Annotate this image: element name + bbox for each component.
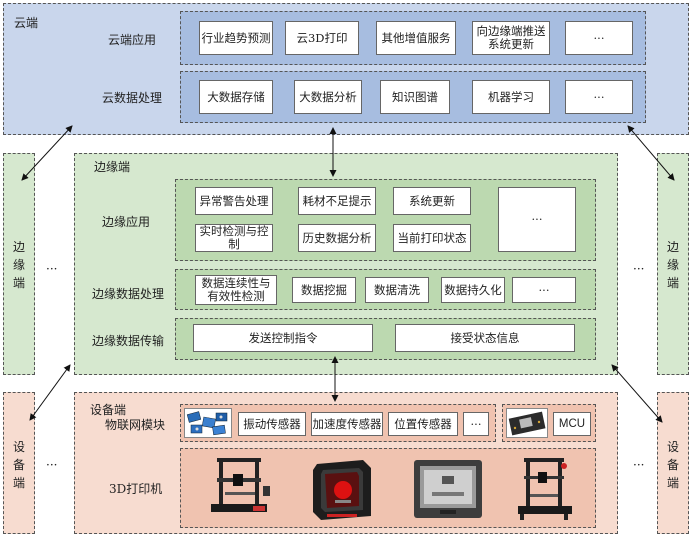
- edge-title: 边缘端: [94, 160, 131, 174]
- edge-transfer-item: 发送控制指令: [193, 324, 373, 352]
- edge-app-item: 历史数据分析: [298, 224, 376, 252]
- iot-sensor-item: ···: [463, 412, 489, 436]
- mcu-label: MCU: [553, 412, 591, 436]
- cloud-data-item: 知识图谱: [380, 80, 450, 114]
- iot-sensor-item: 加速度传感器: [311, 412, 383, 436]
- cloud-app-item: 行业趋势预测: [199, 21, 273, 55]
- device-left-dots: ···: [46, 458, 58, 472]
- edge-left-device-arrow: [29, 364, 71, 421]
- cloud-data-item: 大数据存储: [199, 80, 273, 114]
- edge-app-item: 实时检测与控制: [195, 224, 273, 252]
- printer-open-frame-small-icon: [518, 458, 572, 520]
- edge-app-label: 边缘应用: [102, 215, 151, 229]
- mcu-board-image: [506, 408, 548, 438]
- printer-enclosed-red-icon: [313, 460, 371, 520]
- cloud-data-item: ···: [565, 80, 633, 114]
- cloud-data-item: 机器学习: [472, 80, 550, 114]
- edge-left-dots: ···: [46, 262, 58, 276]
- edge-left-label: 边缘端: [12, 240, 25, 290]
- sensor-modules-image: [184, 408, 232, 438]
- printer-label: 3D打印机: [109, 482, 163, 496]
- edge-data-item: 数据清洗: [365, 277, 429, 303]
- cloud-app-item: 云3D打印: [285, 21, 359, 55]
- iot-sensor-item: 位置传感器: [388, 412, 458, 436]
- edge-app-item: 耗材不足提示: [298, 187, 376, 215]
- cloud-title: 云端: [14, 16, 39, 30]
- cloud-app-label: 云端应用: [108, 33, 157, 47]
- edge-app-item: 系统更新: [393, 187, 471, 215]
- edge-transfer-item: 接受状态信息: [395, 324, 575, 352]
- edge-right-dots: ···: [633, 262, 645, 276]
- device-right-label: 设备端: [666, 440, 679, 490]
- printer-image-3: [410, 456, 486, 522]
- cloud-app-item: ···: [565, 21, 633, 55]
- cloud-left-edge-arrow: [21, 125, 73, 181]
- cloud-data-item: 大数据分析: [294, 80, 362, 114]
- printer-enclosed-gray-icon: [414, 460, 482, 518]
- edge-right-column: [657, 153, 689, 375]
- device-left-label: 设备端: [12, 440, 25, 490]
- edge-right-device-arrow: [611, 364, 663, 423]
- iot-module-label: 物联网模块: [105, 418, 166, 432]
- edge-left-column: [3, 153, 35, 375]
- printer-open-frame-icon: [211, 458, 270, 512]
- edge-data-item: ···: [512, 277, 576, 303]
- cloud-app-item: 其他增值服务: [376, 21, 456, 55]
- printer-image-2: [305, 456, 377, 524]
- cloud-data-label: 云数据处理: [102, 91, 163, 105]
- cloud-right-edge-arrow: [627, 125, 675, 181]
- sensor-modules-icon: [186, 411, 228, 436]
- device-right-dots: ···: [633, 458, 645, 472]
- cloud-app-item: 向边缘端推送 系统更新: [472, 21, 550, 55]
- edge-right-label: 边缘端: [666, 240, 679, 290]
- edge-app-item: ···: [498, 187, 576, 252]
- iot-sensor-item: 振动传感器: [238, 412, 306, 436]
- edge-data-item: 数据连续性与 有效性检测: [195, 275, 277, 305]
- mcu-board-icon: [508, 411, 546, 436]
- edge-transfer-label: 边缘数据传输: [92, 334, 165, 348]
- edge-data-item: 数据持久化: [441, 277, 505, 303]
- printer-image-4: [514, 456, 576, 522]
- edge-data-label: 边缘数据处理: [92, 287, 165, 301]
- printer-image-1: [205, 456, 273, 522]
- device-title: 设备端: [90, 403, 127, 417]
- edge-app-item: 异常警告处理: [195, 187, 273, 215]
- edge-data-item: 数据挖掘: [292, 277, 356, 303]
- edge-app-item: 当前打印状态: [393, 224, 471, 252]
